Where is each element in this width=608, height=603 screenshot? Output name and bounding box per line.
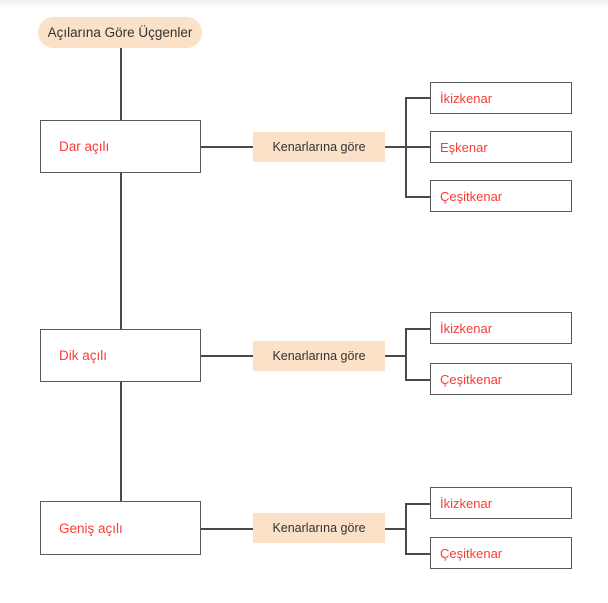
angle-node-genis-acili[interactable]: Geniş açılı <box>40 501 201 555</box>
mid-node-label: Kenarlarına göre <box>272 140 366 154</box>
angle-node-label: Dik açılı <box>59 348 108 363</box>
angle-node-dik-acili[interactable]: Dik açılı <box>40 329 201 382</box>
leaf-node-label: Çeşitkenar <box>440 371 503 387</box>
leaf-node-ikizkenar-2[interactable]: İkizkenar <box>430 312 572 344</box>
mid-node-kenarlarina-gore-3[interactable]: Kenarlarına göre <box>253 513 385 543</box>
leaf-node-label: Çeşitkenar <box>440 188 503 204</box>
connector-angle3-to-mid <box>201 528 254 530</box>
leaf-node-label: İkizkenar <box>440 495 493 511</box>
connector-angle2-to-mid <box>201 355 254 357</box>
root-node[interactable]: Açılarına Göre Üçgenler <box>38 17 202 48</box>
mid-node-label: Kenarlarına göre <box>272 521 366 535</box>
connector-fork3-leaf1 <box>405 503 431 505</box>
connector-angle1-to-mid <box>201 146 254 148</box>
angle-node-label: Geniş açılı <box>59 520 123 536</box>
mid-node-kenarlarina-gore-1[interactable]: Kenarlarına göre <box>253 132 385 162</box>
connector-mid3-to-fork <box>385 528 406 530</box>
connector-fork1-leaf1 <box>405 97 431 99</box>
connector-fork2-leaf2 <box>405 379 431 381</box>
connector-fork2-leaf1 <box>405 328 431 330</box>
leaf-node-cesitkenar-2[interactable]: Çeşitkenar <box>430 363 572 395</box>
leaf-node-cesitkenar-1[interactable]: Çeşitkenar <box>430 180 572 212</box>
leaf-node-eskenar-1[interactable]: Eşkenar <box>430 131 572 163</box>
leaf-node-label: Eşkenar <box>440 139 488 155</box>
root-node-label: Açılarına Göre Üçgenler <box>47 25 193 40</box>
angle-node-dar-acili[interactable]: Dar açılı <box>40 120 201 173</box>
leaf-node-cesitkenar-3[interactable]: Çeşitkenar <box>430 537 572 569</box>
connector-fork3-leaf2 <box>405 553 431 555</box>
top-band <box>0 0 608 6</box>
connector-fork1-leaf2 <box>405 146 431 148</box>
mid-node-kenarlarina-gore-2[interactable]: Kenarlarına göre <box>253 341 385 371</box>
fork2-vertical <box>405 328 407 381</box>
angle-node-label: Dar açılı <box>59 139 110 154</box>
leaf-node-ikizkenar-3[interactable]: İkizkenar <box>430 487 572 519</box>
mid-node-label: Kenarlarına göre <box>272 349 366 363</box>
leaf-node-ikizkenar-1[interactable]: İkizkenar <box>430 82 572 114</box>
connector-fork1-leaf3 <box>405 196 431 198</box>
trunk-line <box>120 47 122 502</box>
leaf-node-label: İkizkenar <box>440 320 493 336</box>
fork3-vertical <box>405 503 407 554</box>
connector-mid1-to-fork <box>385 146 406 148</box>
connector-mid2-to-fork <box>385 355 406 357</box>
leaf-node-label: İkizkenar <box>440 90 493 106</box>
leaf-node-label: Çeşitkenar <box>440 545 503 561</box>
